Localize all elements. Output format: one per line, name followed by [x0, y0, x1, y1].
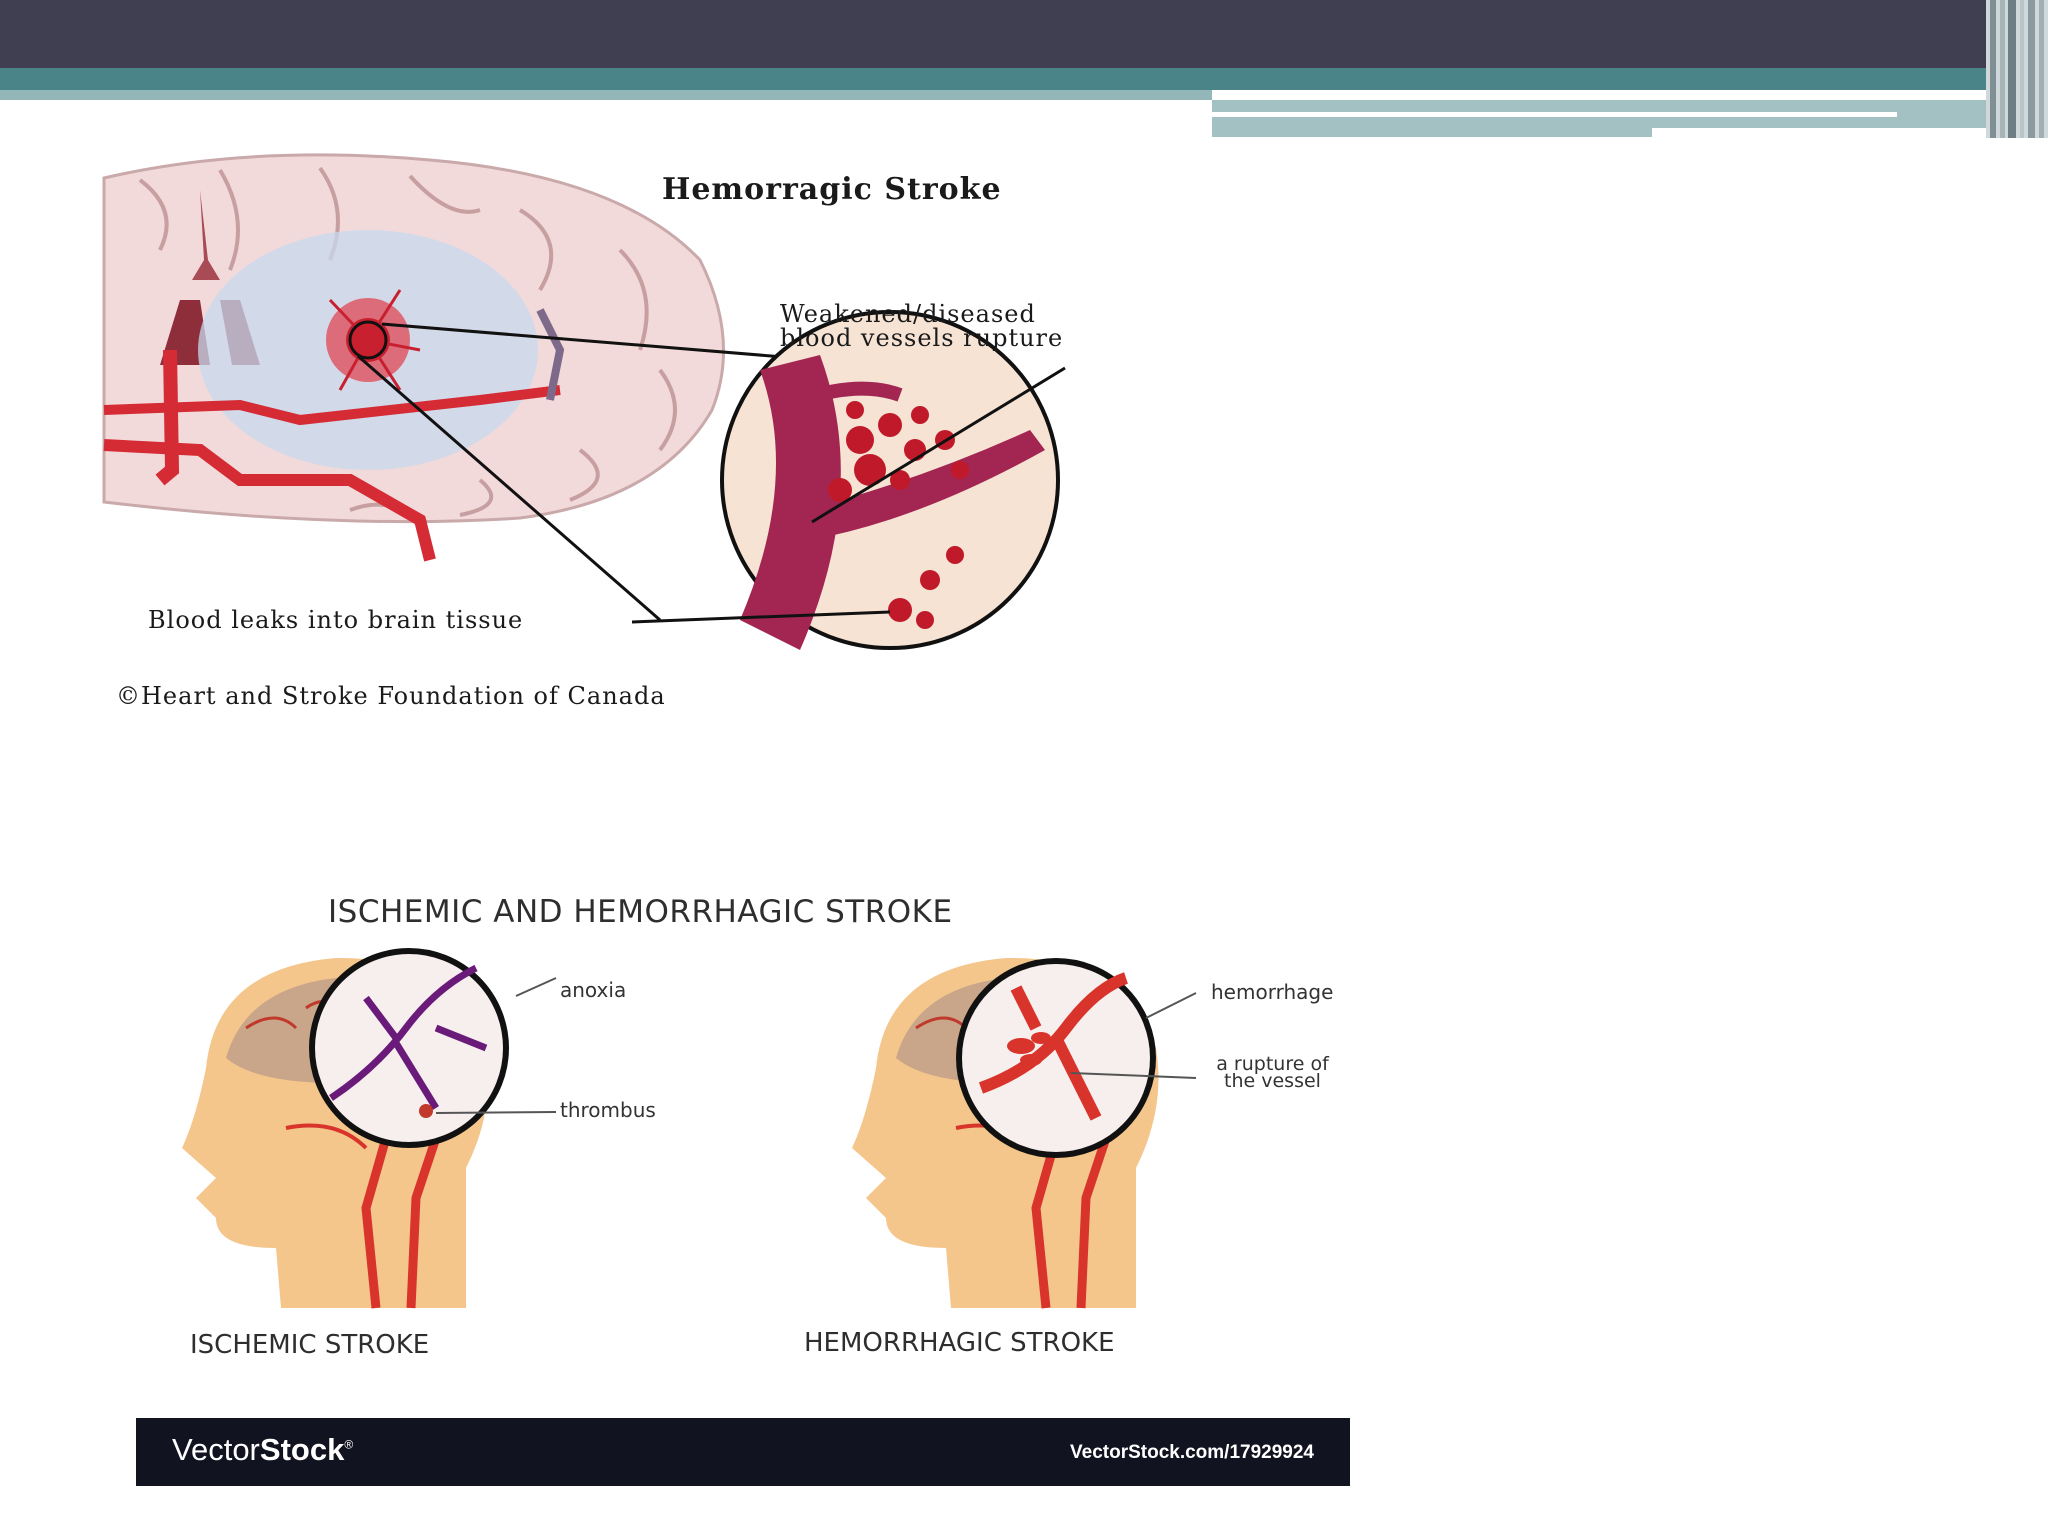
thrombus-label: thrombus	[560, 1098, 656, 1122]
hemorrhagic-stroke-figure: Hemorragic Stroke Weakened/diseased bloo…	[100, 150, 1180, 720]
header-stripes-decoration	[1986, 0, 2048, 138]
header-band-teal	[0, 68, 2010, 90]
watermark-bar: VectorStock® VectorStock.com/17929924	[136, 1418, 1350, 1486]
blood-leak-label: Blood leaks into brain tissue	[148, 606, 524, 634]
rupture-label: Weakened/diseased blood vessels rupture	[780, 302, 1063, 350]
header-divider-line	[1212, 112, 1897, 117]
rupture-label-line1: Weakened/diseased	[780, 300, 1036, 328]
copyright-credit: ©Heart and Stroke Foundation of Canada	[116, 682, 666, 710]
hemorrhagic-stroke-illustration	[102, 153, 1066, 650]
hemorrhagic-caption: HEMORRHAGIC STROKE	[804, 1328, 1115, 1358]
ischemic-hemorrhagic-illustration	[182, 948, 1197, 1309]
figure-title: ISCHEMIC AND HEMORRHAGIC STROKE	[328, 894, 953, 930]
ischemic-hemorrhagic-figure: ISCHEMIC AND HEMORRHAGIC STROKE anoxia t…	[136, 878, 1350, 1486]
rupture-label-line2: blood vessels rupture	[780, 324, 1064, 352]
logo-mark: ®	[344, 1437, 354, 1452]
logo-text-b: Stock	[259, 1432, 345, 1467]
header-band-light	[0, 90, 1212, 100]
figure-title: Hemorragic Stroke	[662, 172, 1002, 207]
logo-text-a: Vector	[172, 1432, 260, 1467]
watermark-url: VectorStock.com/17929924	[1070, 1442, 1314, 1463]
header-notch	[1652, 128, 2012, 137]
vessel-rupture-label: a rupture of the vessel	[1216, 1053, 1329, 1092]
vectorstock-logo: VectorStock®	[172, 1432, 353, 1468]
hemorrhage-label: hemorrhage	[1211, 980, 1334, 1004]
header-band-dark	[0, 0, 2048, 68]
anoxia-label: anoxia	[560, 978, 627, 1002]
ischemic-caption: ISCHEMIC STROKE	[190, 1330, 430, 1360]
